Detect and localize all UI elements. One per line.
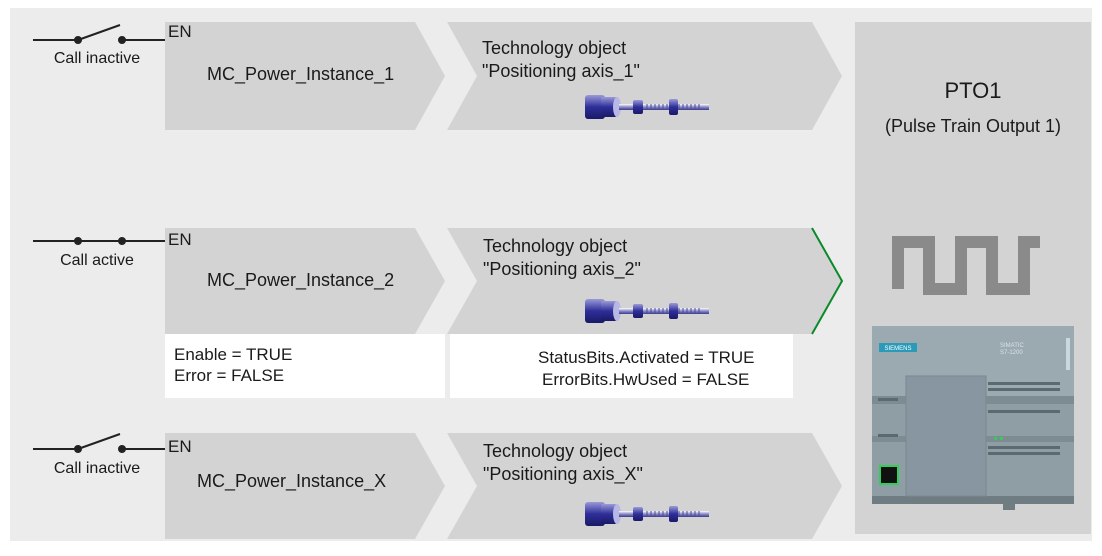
row-3 (33, 433, 842, 539)
to-line1-3: Technology object (483, 441, 628, 461)
instance-block-2 (165, 228, 445, 334)
call-label-1: Call inactive (53, 50, 141, 67)
technology-object-block-3 (447, 433, 842, 539)
plc-status-leds (994, 437, 1003, 440)
to-line2-2: "Positioning axis_2" (483, 259, 641, 279)
status-bits-box (450, 334, 793, 398)
switch-closed-2 (33, 237, 165, 245)
pto-title: PTO1 (944, 78, 1002, 103)
status-activated: StatusBits.Activated = TRUE (538, 348, 755, 367)
call-label-3: Call inactive (53, 460, 141, 477)
instance-block-3 (165, 433, 445, 539)
output-error: Error = FALSE (174, 366, 285, 385)
pulse-train-icon (892, 236, 1040, 295)
plc-ethernet-port (879, 465, 899, 485)
en-label-1: EN (168, 22, 192, 41)
status-hwused: ErrorBits.HwUsed = FALSE (542, 370, 750, 389)
pto-subtitle: (Pulse Train Output 1) (884, 116, 1062, 136)
to-line2-1: "Positioning axis_1" (482, 61, 640, 81)
output-values-box (165, 334, 445, 398)
switch-open-3 (33, 433, 165, 453)
plc-brand-text: SIEMENS (884, 346, 911, 352)
en-label-2: EN (168, 230, 192, 249)
instance-name-2: MC_Power_Instance_2 (207, 270, 395, 290)
technology-object-block-2 (447, 228, 842, 334)
to-line1-1: Technology object (482, 38, 627, 58)
instance-block-1 (165, 22, 445, 130)
call-label-2: Call active (60, 252, 134, 269)
technology-object-block-1 (447, 22, 842, 130)
switch-open-1 (33, 24, 165, 44)
plc-device: SIEMENS SIMATIC S7-1200 (872, 326, 1074, 510)
en-label-3: EN (168, 437, 192, 456)
plc-model-line1: SIMATIC (1000, 343, 1025, 349)
plc-model-line2: S7-1200 (1000, 350, 1023, 356)
active-connection-edge (811, 227, 844, 335)
instance-name-1: MC_Power_Instance_1 (207, 64, 395, 84)
row-2 (33, 227, 844, 398)
output-enable: Enable = TRUE (174, 345, 293, 364)
instance-name-3: MC_Power_Instance_X (197, 471, 387, 491)
row-1 (33, 22, 842, 130)
plc-brand-badge (879, 343, 917, 352)
to-line2-3: "Positioning axis_X" (483, 464, 643, 484)
to-line1-2: Technology object (483, 236, 628, 256)
